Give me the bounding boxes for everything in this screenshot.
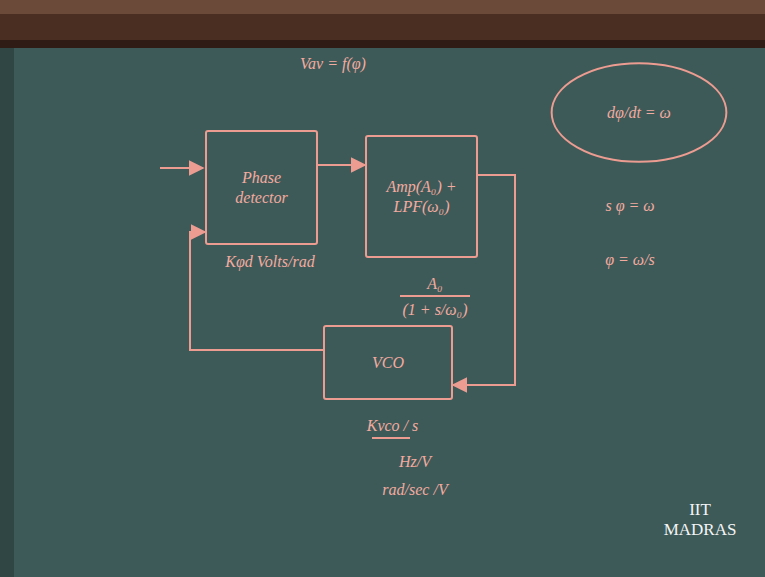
frame-top — [0, 0, 765, 14]
fraction-bar — [400, 295, 470, 297]
numerator-label: A₀ — [415, 274, 455, 294]
phase-detector-box: Phase detector — [205, 130, 318, 245]
vco-gain-label: Kvco / s — [345, 416, 440, 436]
amplifier-filter-box: Amp(A₀) + LPF(ω₀) — [365, 135, 478, 258]
equation-label: φ = ω/s — [575, 250, 685, 270]
watermark: IIT MADRAS — [655, 500, 745, 539]
equation-label: Vav = f(φ) — [268, 54, 398, 74]
denominator-label: (1 + s/ω₀) — [385, 300, 485, 320]
equation-circle: dφ/dt = ω — [548, 60, 730, 165]
wooden-frame — [0, 0, 765, 48]
unit-label: rad/sec /V — [360, 480, 470, 500]
node-text: Phase detector — [215, 168, 308, 208]
signal-connector — [318, 164, 365, 166]
signal-connector — [190, 232, 323, 350]
node-text: dφ/dt = ω — [607, 103, 671, 123]
signal-connector — [453, 175, 515, 385]
circle-outline — [552, 63, 727, 162]
spacer — [590, 286, 660, 287]
equation-label: s φ = ω — [580, 196, 680, 216]
unit-label: Hz/V — [380, 452, 450, 472]
board-edge — [0, 48, 14, 577]
frame-ledge — [0, 40, 765, 48]
vco-box: VCO — [323, 325, 453, 400]
fraction-bar — [372, 437, 410, 439]
node-text: VCO — [372, 353, 404, 373]
node-text: Amp(A₀) + LPF(ω₀) — [375, 177, 468, 217]
gain-label: Kφd Volts/rad — [215, 252, 325, 272]
input-arrow — [160, 167, 203, 169]
